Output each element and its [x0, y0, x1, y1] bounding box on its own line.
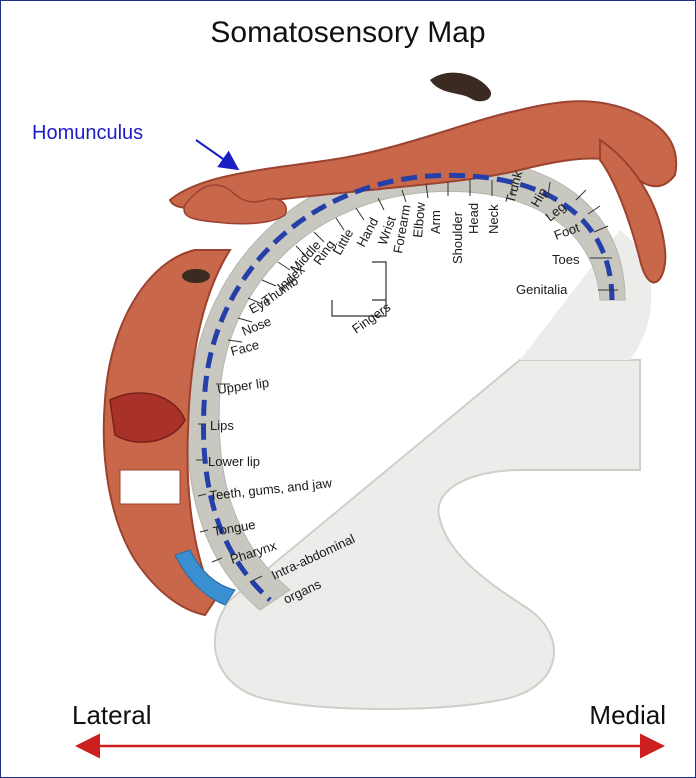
region-label: Face	[229, 337, 261, 359]
region-label: Shoulder	[450, 211, 465, 264]
region-label: Upper lip	[216, 375, 270, 397]
fingers-label: Fingers	[349, 299, 394, 336]
region-label: Little	[330, 226, 357, 257]
region-tick	[356, 208, 364, 220]
medial-label: Medial	[589, 700, 666, 731]
homunculus-label: Homunculus	[32, 122, 143, 145]
region-label: Arm	[428, 210, 443, 234]
region-label: Teeth, gums, and jaw	[209, 475, 333, 503]
region-label: Genitalia	[516, 282, 568, 297]
region-label: Hand	[353, 215, 381, 249]
page-title: Somatosensory Map	[0, 16, 696, 50]
region-label: Lips	[210, 418, 234, 433]
lateral-label: Lateral	[72, 700, 152, 731]
region-tick	[336, 218, 344, 230]
region-label: Head	[466, 203, 481, 234]
region-label: Neck	[486, 204, 501, 234]
homunculus-pointer	[196, 140, 236, 168]
region-label: Toes	[552, 252, 580, 267]
brain-shape	[215, 230, 652, 709]
region-label: Lower lip	[208, 454, 260, 469]
region-label: Nose	[240, 314, 274, 339]
